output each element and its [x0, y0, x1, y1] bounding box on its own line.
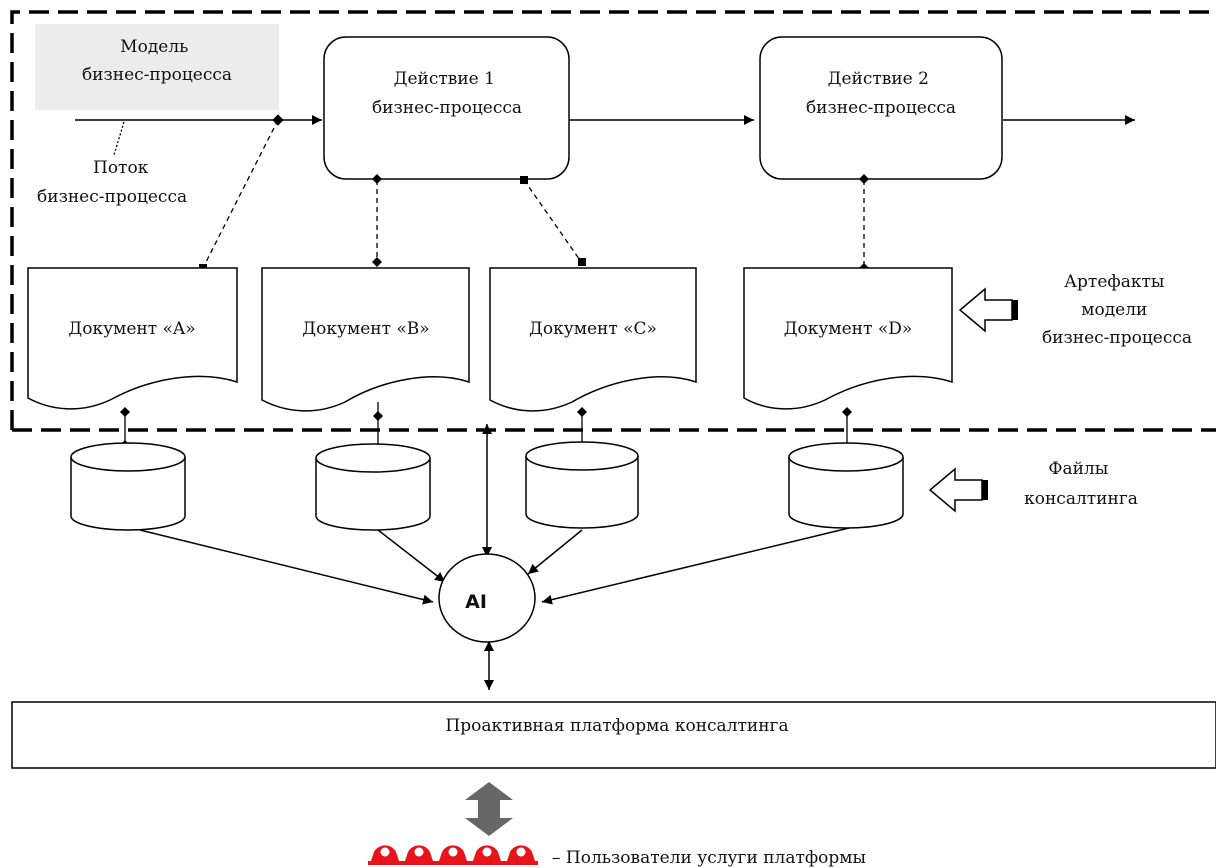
- users-group: [368, 845, 538, 865]
- model-label: Модель бизнес-процесса: [82, 37, 232, 85]
- document-d: [743, 267, 953, 410]
- user-icon: [470, 845, 504, 865]
- users-label: – Пользователи услуги платформы: [552, 848, 866, 868]
- user-icon: [504, 845, 538, 865]
- action-1-box: [323, 36, 570, 180]
- database-2: [315, 443, 431, 531]
- document-a-label: Документ «A»: [68, 319, 195, 339]
- action-2-box: [759, 36, 1003, 180]
- action-1-label: Действие 1 бизнес-процесса: [372, 69, 522, 118]
- associations: [202, 119, 865, 269]
- model-label-box: [35, 24, 279, 110]
- platform-label: Проактивная платформа консалтинга: [445, 716, 788, 736]
- database-3: [525, 441, 639, 529]
- action-2-label: Действие 2 бизнес-процесса: [806, 69, 956, 118]
- document-d-label: Документ «D»: [784, 319, 913, 339]
- hollow-arrow-icon: [928, 467, 988, 513]
- document-c-label: Документ «C»: [529, 319, 657, 339]
- ai-inputs: [139, 527, 850, 605]
- artifacts-label: Артефакты модели бизнес-процесса: [1042, 272, 1192, 348]
- ai-label: AI: [465, 591, 487, 613]
- database-1: [70, 442, 186, 531]
- doc-db-links: [124, 402, 848, 450]
- document-a: [27, 267, 238, 410]
- hollow-arrow-icon: [958, 287, 1018, 333]
- user-icon: [402, 845, 436, 865]
- files-label: Файлы консалтинга: [1024, 459, 1138, 509]
- document-b-label: Документ «B»: [302, 319, 429, 339]
- document-c: [489, 267, 697, 412]
- user-icon: [436, 845, 470, 865]
- model-boundary: [10, 10, 1216, 432]
- big-double-arrow: [465, 782, 513, 836]
- ai-node: [438, 553, 536, 643]
- flow-label-pointer: [113, 121, 125, 156]
- platform-box: [11, 701, 1216, 769]
- database-4: [788, 442, 904, 529]
- flow-label: Поток бизнес-процесса: [37, 158, 187, 207]
- document-b: [261, 267, 470, 412]
- user-icon: [368, 845, 402, 865]
